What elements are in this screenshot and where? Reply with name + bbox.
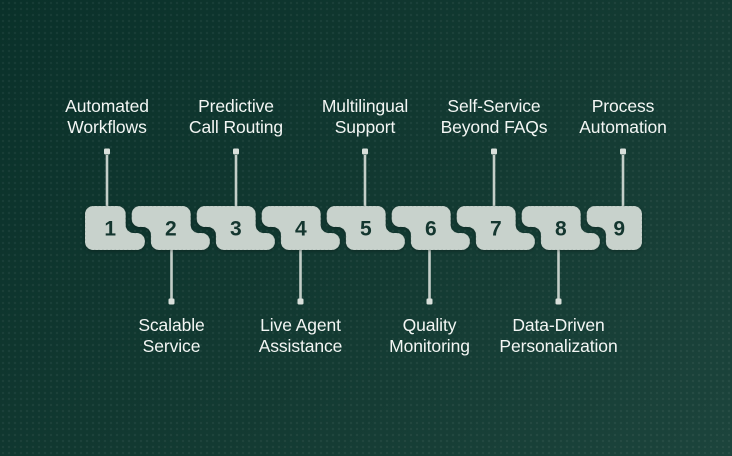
step-number: 4	[295, 218, 307, 241]
step-number: 8	[555, 218, 567, 241]
step-number: 7	[490, 218, 502, 241]
step-number: 1	[104, 218, 116, 241]
connector-endpoint-dot	[233, 148, 239, 155]
step-number: 5	[360, 218, 372, 241]
connector-endpoint-dot	[168, 298, 175, 305]
step-piece	[586, 205, 643, 251]
step-piece	[456, 205, 536, 251]
step-label-line: Process	[591, 96, 655, 116]
step-label-line: Automation	[579, 117, 667, 137]
connector-endpoint-dot	[426, 298, 433, 305]
step-label-line: Self-Service	[447, 96, 541, 116]
step-number: 9	[613, 218, 625, 241]
step-label-line: Support	[334, 117, 396, 137]
step-number: 6	[425, 218, 437, 241]
step-label-line: Quality	[402, 315, 457, 335]
step-piece	[326, 205, 406, 251]
step-label-line: Data-Driven	[512, 315, 605, 335]
connector-endpoint-dot	[620, 148, 626, 155]
connector-endpoint-dot	[491, 148, 497, 155]
step-label-line: Assistance	[258, 336, 343, 356]
step-number: 3	[230, 218, 242, 241]
step-number: 2	[165, 218, 177, 241]
step-piece	[131, 205, 211, 251]
step-piece	[196, 205, 276, 251]
step-piece	[391, 205, 471, 251]
step-label-line: Call Routing	[188, 117, 284, 137]
step-pieces-group: 1 2 3 4 5 6 7 8 9	[84, 205, 643, 251]
connector-endpoint-dot	[104, 148, 110, 155]
connector-endpoint-dot	[555, 298, 562, 305]
step-label-line: Monitoring	[389, 336, 470, 356]
step-label-line: Live Agent	[260, 315, 341, 335]
step-label-line: Multilingual	[321, 96, 409, 116]
connector-endpoint-dot	[362, 148, 368, 155]
step-label-line: Personalization	[499, 336, 618, 356]
step-label-line: Workflows	[67, 117, 147, 137]
step-label-line: Beyond FAQs	[440, 117, 548, 137]
connector-endpoint-dot	[297, 298, 304, 305]
step-label-line: Predictive	[198, 96, 274, 116]
step-piece	[84, 205, 146, 251]
connector-lines-group	[104, 148, 626, 305]
step-label-line: Automated	[65, 96, 149, 116]
step-piece	[261, 205, 341, 251]
step-label-line: Service	[142, 336, 201, 356]
step-piece	[521, 205, 601, 251]
step-label-line: Scalable	[138, 315, 205, 335]
